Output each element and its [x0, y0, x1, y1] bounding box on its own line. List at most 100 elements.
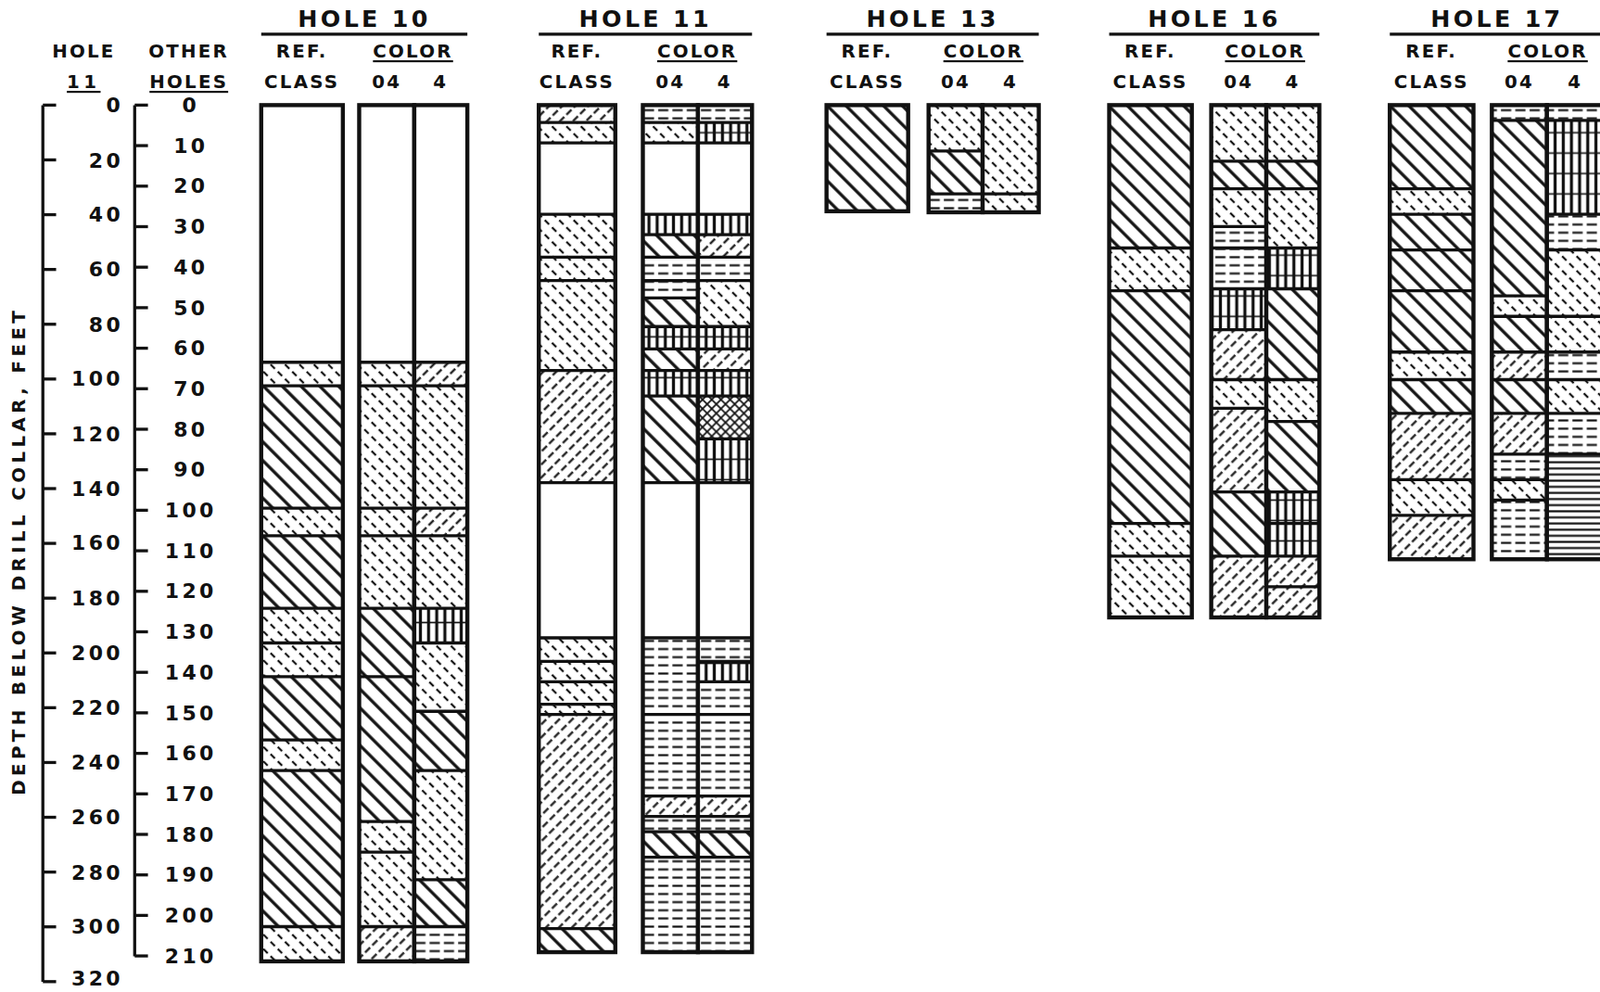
band-boundary: [538, 279, 616, 282]
band-boundary: [358, 533, 414, 537]
axis-tick: [134, 792, 148, 796]
band-boundary: [261, 925, 343, 928]
band-boundary: [1547, 213, 1600, 216]
band-boundary: [698, 635, 752, 639]
band-boundary: [414, 533, 468, 537]
strata-band: [698, 104, 752, 123]
band-boundary: [1266, 187, 1320, 191]
strata-band: [642, 857, 698, 953]
band-boundary: [538, 660, 616, 663]
hole-title: HOLE 10: [261, 5, 468, 36]
axis-tick: [134, 184, 148, 188]
column-outline: [698, 104, 752, 953]
strata-band: [261, 608, 343, 643]
strata-band: [1389, 214, 1474, 251]
strata-band: [1211, 161, 1267, 190]
axis-tick: [42, 596, 56, 600]
axis-line: [133, 104, 137, 956]
band-boundary: [358, 507, 414, 510]
strata-band: [698, 681, 752, 714]
strata-band: [1491, 499, 1547, 559]
strata-band: [261, 362, 343, 386]
column-heading: COLOR: [1224, 40, 1305, 62]
depth-tick-label: 100: [165, 498, 217, 521]
strata-band: [414, 879, 468, 927]
strata-band: [698, 122, 752, 143]
band-boundary: [698, 368, 752, 372]
strata-band: [1266, 492, 1320, 524]
band-boundary: [1211, 187, 1267, 191]
band-boundary: [1389, 289, 1474, 293]
depth-tick-label: 140: [71, 477, 124, 500]
band-boundary: [261, 674, 343, 678]
band-boundary: [698, 140, 752, 144]
band-boundary: [698, 660, 752, 663]
axis-tick: [134, 508, 148, 512]
band-boundary: [642, 140, 698, 144]
strata-band: [642, 142, 698, 215]
depth-tick-label: 60: [173, 336, 208, 359]
band-boundary: [1389, 187, 1474, 191]
axis-tick: [42, 925, 56, 928]
strata-band: [1491, 352, 1547, 381]
strata-band: [642, 348, 698, 370]
strata-band: [698, 256, 752, 280]
strata-band: [698, 660, 752, 682]
band-boundary: [1547, 378, 1600, 381]
strata-band: [538, 660, 616, 682]
strata-band: [1109, 247, 1193, 291]
band-boundary: [538, 481, 616, 484]
strata-band: [1211, 104, 1267, 162]
column-outline: [414, 104, 468, 962]
strata-band: [538, 681, 616, 704]
column-outline: [1266, 104, 1320, 618]
column-outline: [1491, 104, 1547, 559]
column-heading: 04: [371, 71, 402, 92]
depth-tick-label: 50: [173, 296, 208, 319]
strata-band: [538, 104, 616, 123]
strata-band: [1211, 492, 1267, 557]
axis-tick: [42, 158, 56, 162]
strata-band: [1491, 316, 1547, 353]
strata-band: [982, 193, 1040, 213]
strata-band: [1211, 289, 1267, 331]
axis-title: DEPTH BELOW DRILL COLLAR, FEET: [8, 306, 29, 796]
strata-band: [1266, 379, 1320, 421]
band-boundary: [642, 814, 698, 818]
band-boundary: [261, 606, 343, 610]
band-boundary: [1389, 350, 1474, 354]
band-boundary: [538, 213, 616, 216]
band-boundary: [358, 360, 414, 364]
column-outline: [1109, 104, 1193, 618]
band-boundary: [1389, 378, 1474, 381]
column-heading: 4: [1003, 71, 1018, 92]
strata-band: [414, 507, 468, 536]
axis-tick: [134, 143, 148, 147]
band-boundary: [261, 768, 343, 772]
strata-band: [261, 739, 343, 771]
strata-band: [1547, 250, 1600, 318]
axis-tick: [134, 589, 148, 593]
axis-tick: [134, 387, 148, 391]
strata-band: [1109, 291, 1193, 524]
strata-band: [698, 326, 752, 349]
strata-band: [1109, 523, 1193, 557]
axis-tick: [42, 431, 56, 435]
strata-band: [358, 851, 414, 927]
column-heading: COLOR: [943, 40, 1024, 62]
depth-tick-label: 70: [173, 377, 208, 400]
band-boundary: [1211, 490, 1267, 494]
depth-tick-label: 160: [165, 741, 217, 764]
hole-title: HOLE 11: [538, 5, 752, 36]
depth-tick-label: 60: [88, 258, 124, 281]
column-heading: 04: [940, 71, 971, 92]
axis-tick: [134, 832, 148, 836]
depth-tick-label: 200: [71, 641, 124, 664]
band-boundary: [1211, 225, 1267, 229]
column-heading: REF.: [550, 40, 603, 62]
band-boundary: [698, 794, 752, 798]
strata-band: [1491, 479, 1547, 500]
axis-tick: [134, 548, 148, 552]
